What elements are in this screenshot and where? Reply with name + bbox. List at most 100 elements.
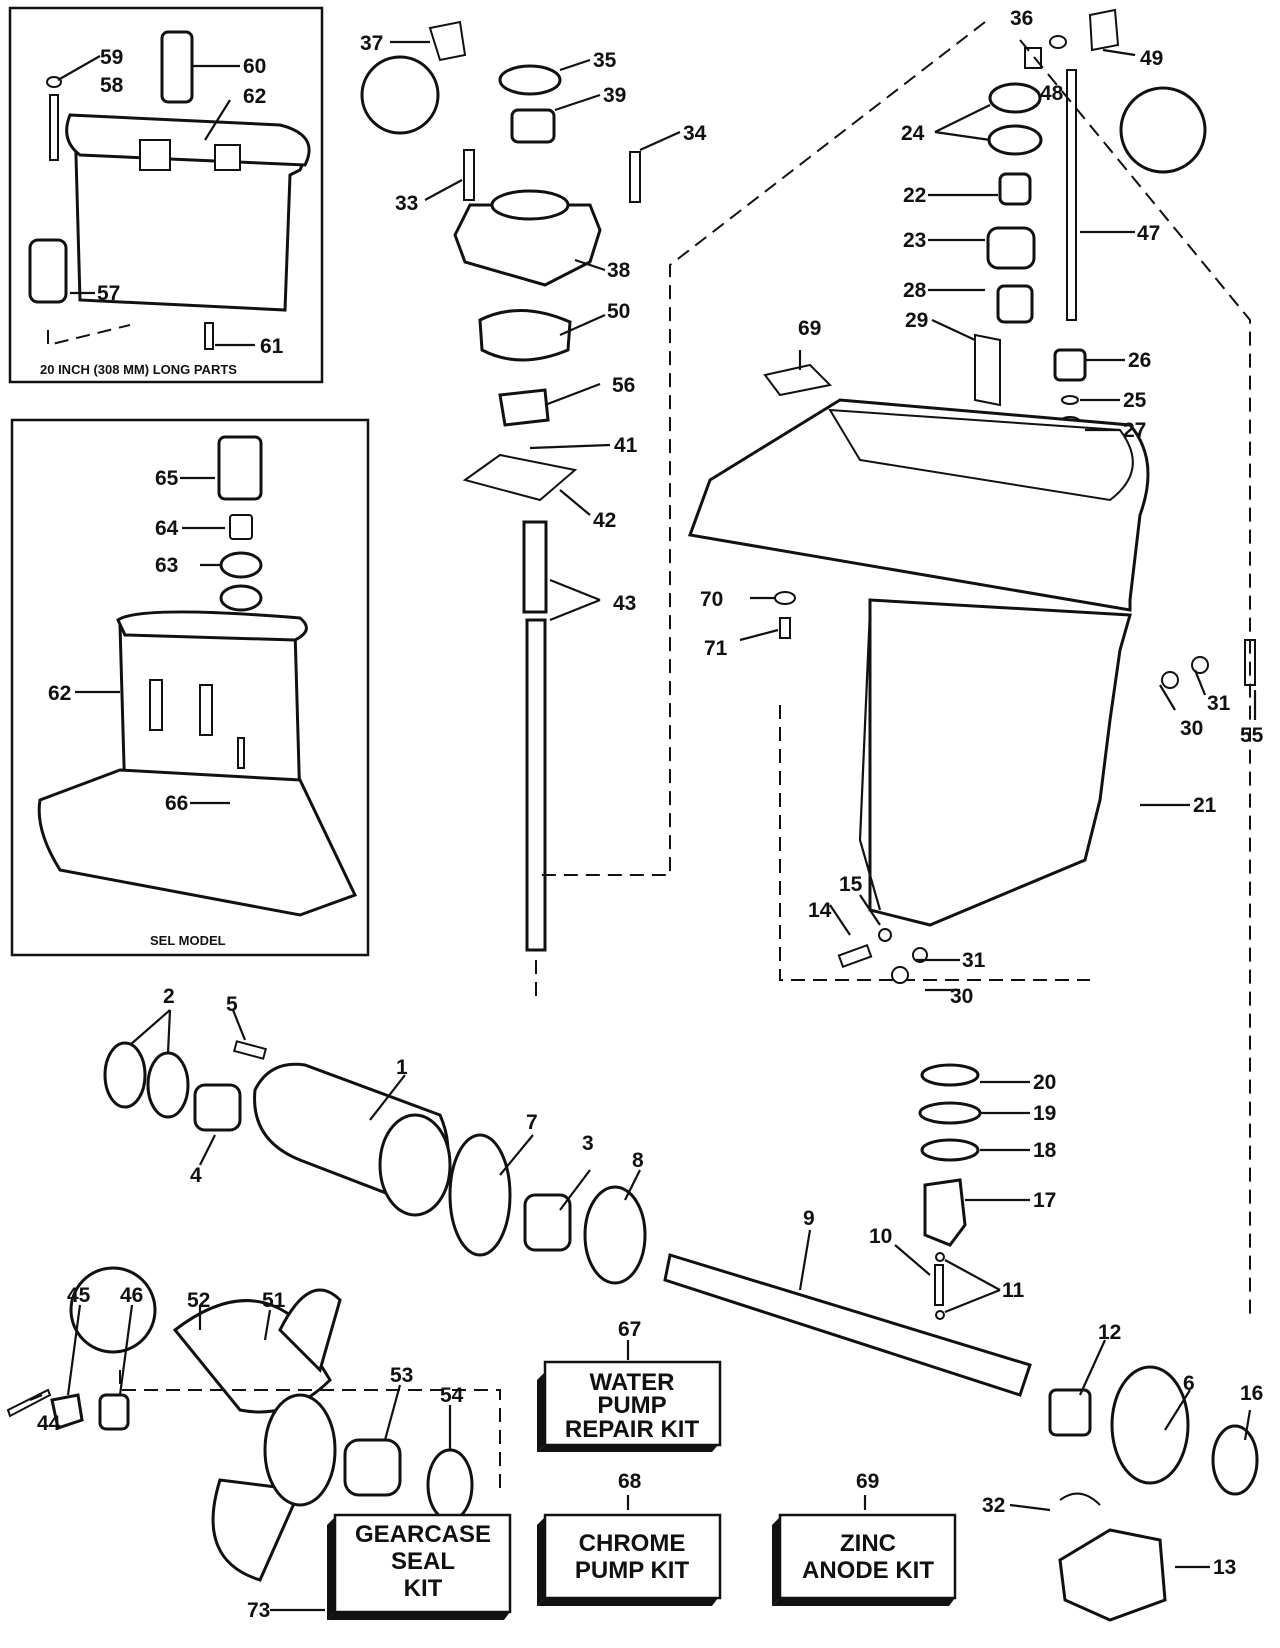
- callout-48: 48: [1040, 82, 1064, 105]
- callout-44: 44: [37, 1412, 61, 1435]
- callout-62b: 62: [48, 682, 71, 705]
- callout-65: 65: [155, 467, 179, 490]
- callout-6: 6: [1183, 1372, 1195, 1395]
- kit-zinc-anode-number: 69: [856, 1470, 879, 1493]
- callout-53: 53: [390, 1364, 413, 1387]
- callout-20: 20: [1033, 1071, 1056, 1094]
- callout-62: 62: [243, 85, 266, 108]
- callout-61: 61: [260, 335, 284, 358]
- callout-26: 26: [1128, 349, 1151, 372]
- callout-50: 50: [607, 300, 630, 323]
- kit-gearcase-seal-line-3: KIT: [404, 1575, 443, 1602]
- callout-16: 16: [1240, 1382, 1263, 1405]
- kit-water-pump-line-1: WATER: [590, 1369, 675, 1396]
- callout-70: 70: [700, 588, 723, 611]
- kit-zinc-anode: 69 ZINC ANODE KIT: [772, 1470, 957, 1606]
- callout-34: 34: [683, 122, 707, 145]
- callout-42: 42: [593, 509, 616, 532]
- callout-11: 11: [1002, 1279, 1025, 1302]
- kit-gearcase-seal: 73 GEARCASE SEAL KIT: [247, 1513, 512, 1622]
- callout-leaders: [29, 40, 1257, 1612]
- callout-66: 66: [165, 792, 188, 815]
- callout-5: 5: [226, 993, 238, 1016]
- callout-59: 59: [100, 46, 123, 69]
- callout-46: 46: [120, 1284, 143, 1307]
- kit-chrome-pump-line-1: CHROME: [579, 1530, 686, 1557]
- callout-52: 52: [187, 1289, 210, 1312]
- kit-chrome-pump: 68 CHROME PUMP KIT: [537, 1470, 722, 1606]
- callout-51: 51: [262, 1289, 286, 1312]
- callout-55: 55: [1240, 724, 1264, 747]
- callout-10: 10: [869, 1225, 892, 1248]
- callout-14: 14: [808, 899, 832, 922]
- callout-38: 38: [607, 259, 631, 282]
- callout-9: 9: [803, 1207, 815, 1230]
- callout-30: 30: [1180, 717, 1203, 740]
- callout-47: 47: [1137, 222, 1160, 245]
- callout-27: 27: [1123, 419, 1146, 442]
- callout-71: 71: [704, 637, 728, 660]
- gearcase: [536, 21, 1256, 1320]
- callout-29: 29: [905, 309, 928, 332]
- callout-60: 60: [243, 55, 266, 78]
- sel-model-caption: SEL MODEL: [150, 933, 226, 948]
- callout-37: 37: [360, 32, 383, 55]
- callout-21: 21: [1193, 794, 1217, 817]
- callout-numbers: 1 2 3 4 5 6 7 8 9 10 11 12 13 14 15 16 1…: [37, 7, 1264, 1579]
- kit-zinc-anode-line-1: ZINC: [840, 1530, 896, 1557]
- kit-zinc-anode-line-2: ANODE KIT: [802, 1557, 934, 1584]
- callout-56: 56: [612, 374, 635, 397]
- kit-water-pump-line-3: REPAIR KIT: [565, 1416, 700, 1443]
- callout-36: 36: [1010, 7, 1033, 30]
- callout-4: 4: [190, 1164, 202, 1187]
- kit-gearcase-seal-line-1: GEARCASE: [355, 1521, 491, 1548]
- callout-8: 8: [632, 1149, 644, 1172]
- callout-25: 25: [1123, 389, 1147, 412]
- callout-45: 45: [67, 1284, 91, 1307]
- lower-unit-parts: [103, 591, 1259, 1622]
- callout-1: 1: [396, 1056, 408, 1079]
- callout-54: 54: [440, 1384, 464, 1407]
- inset-sel-model: SEL MODEL: [10, 418, 370, 957]
- callout-33: 33: [395, 192, 418, 215]
- callout-12: 12: [1098, 1321, 1121, 1344]
- callout-7: 7: [526, 1111, 538, 1134]
- callout-24: 24: [901, 122, 925, 145]
- callout-2: 2: [163, 985, 175, 1008]
- kit-water-pump-number: 67: [618, 1318, 641, 1341]
- callout-23: 23: [903, 229, 926, 252]
- callout-63: 63: [155, 554, 178, 577]
- callout-3: 3: [582, 1132, 594, 1155]
- kit-gearcase-seal-line-2: SEAL: [391, 1548, 455, 1575]
- callout-39: 39: [603, 84, 626, 107]
- callout-15: 15: [839, 873, 863, 896]
- callout-69: 69: [798, 317, 821, 340]
- kit-chrome-pump-line-2: PUMP KIT: [575, 1557, 690, 1584]
- long-parts-caption: 20 INCH (308 MM) LONG PARTS: [40, 362, 237, 377]
- callout-18: 18: [1033, 1139, 1057, 1162]
- callout-31: 31: [1207, 692, 1231, 715]
- callout-49: 49: [1140, 47, 1163, 70]
- callout-64: 64: [155, 517, 179, 540]
- callout-41: 41: [614, 434, 638, 457]
- callout-35: 35: [593, 49, 617, 72]
- callout-32: 32: [982, 1494, 1005, 1517]
- inset-long-parts: 20 INCH (308 MM) LONG PARTS: [8, 6, 324, 384]
- upper-bearing-stack: [69, 8, 1207, 1354]
- callout-13: 13: [1213, 1556, 1236, 1579]
- kit-water-pump-line-2: PUMP: [597, 1392, 666, 1419]
- callout-28: 28: [903, 279, 927, 302]
- propeller: [6, 1288, 501, 1582]
- water-pump-stack: [428, 20, 641, 1000]
- kit-gearcase-seal-number: 73: [247, 1599, 270, 1622]
- callout-22: 22: [903, 184, 926, 207]
- callout-57: 57: [97, 282, 120, 305]
- callout-30b: 30: [950, 985, 973, 1008]
- callout-58: 58: [100, 74, 124, 97]
- callout-31b: 31: [962, 949, 986, 972]
- callout-19: 19: [1033, 1102, 1056, 1125]
- kit-chrome-pump-number: 68: [618, 1470, 642, 1493]
- callout-17: 17: [1033, 1189, 1056, 1212]
- callout-43: 43: [613, 592, 636, 615]
